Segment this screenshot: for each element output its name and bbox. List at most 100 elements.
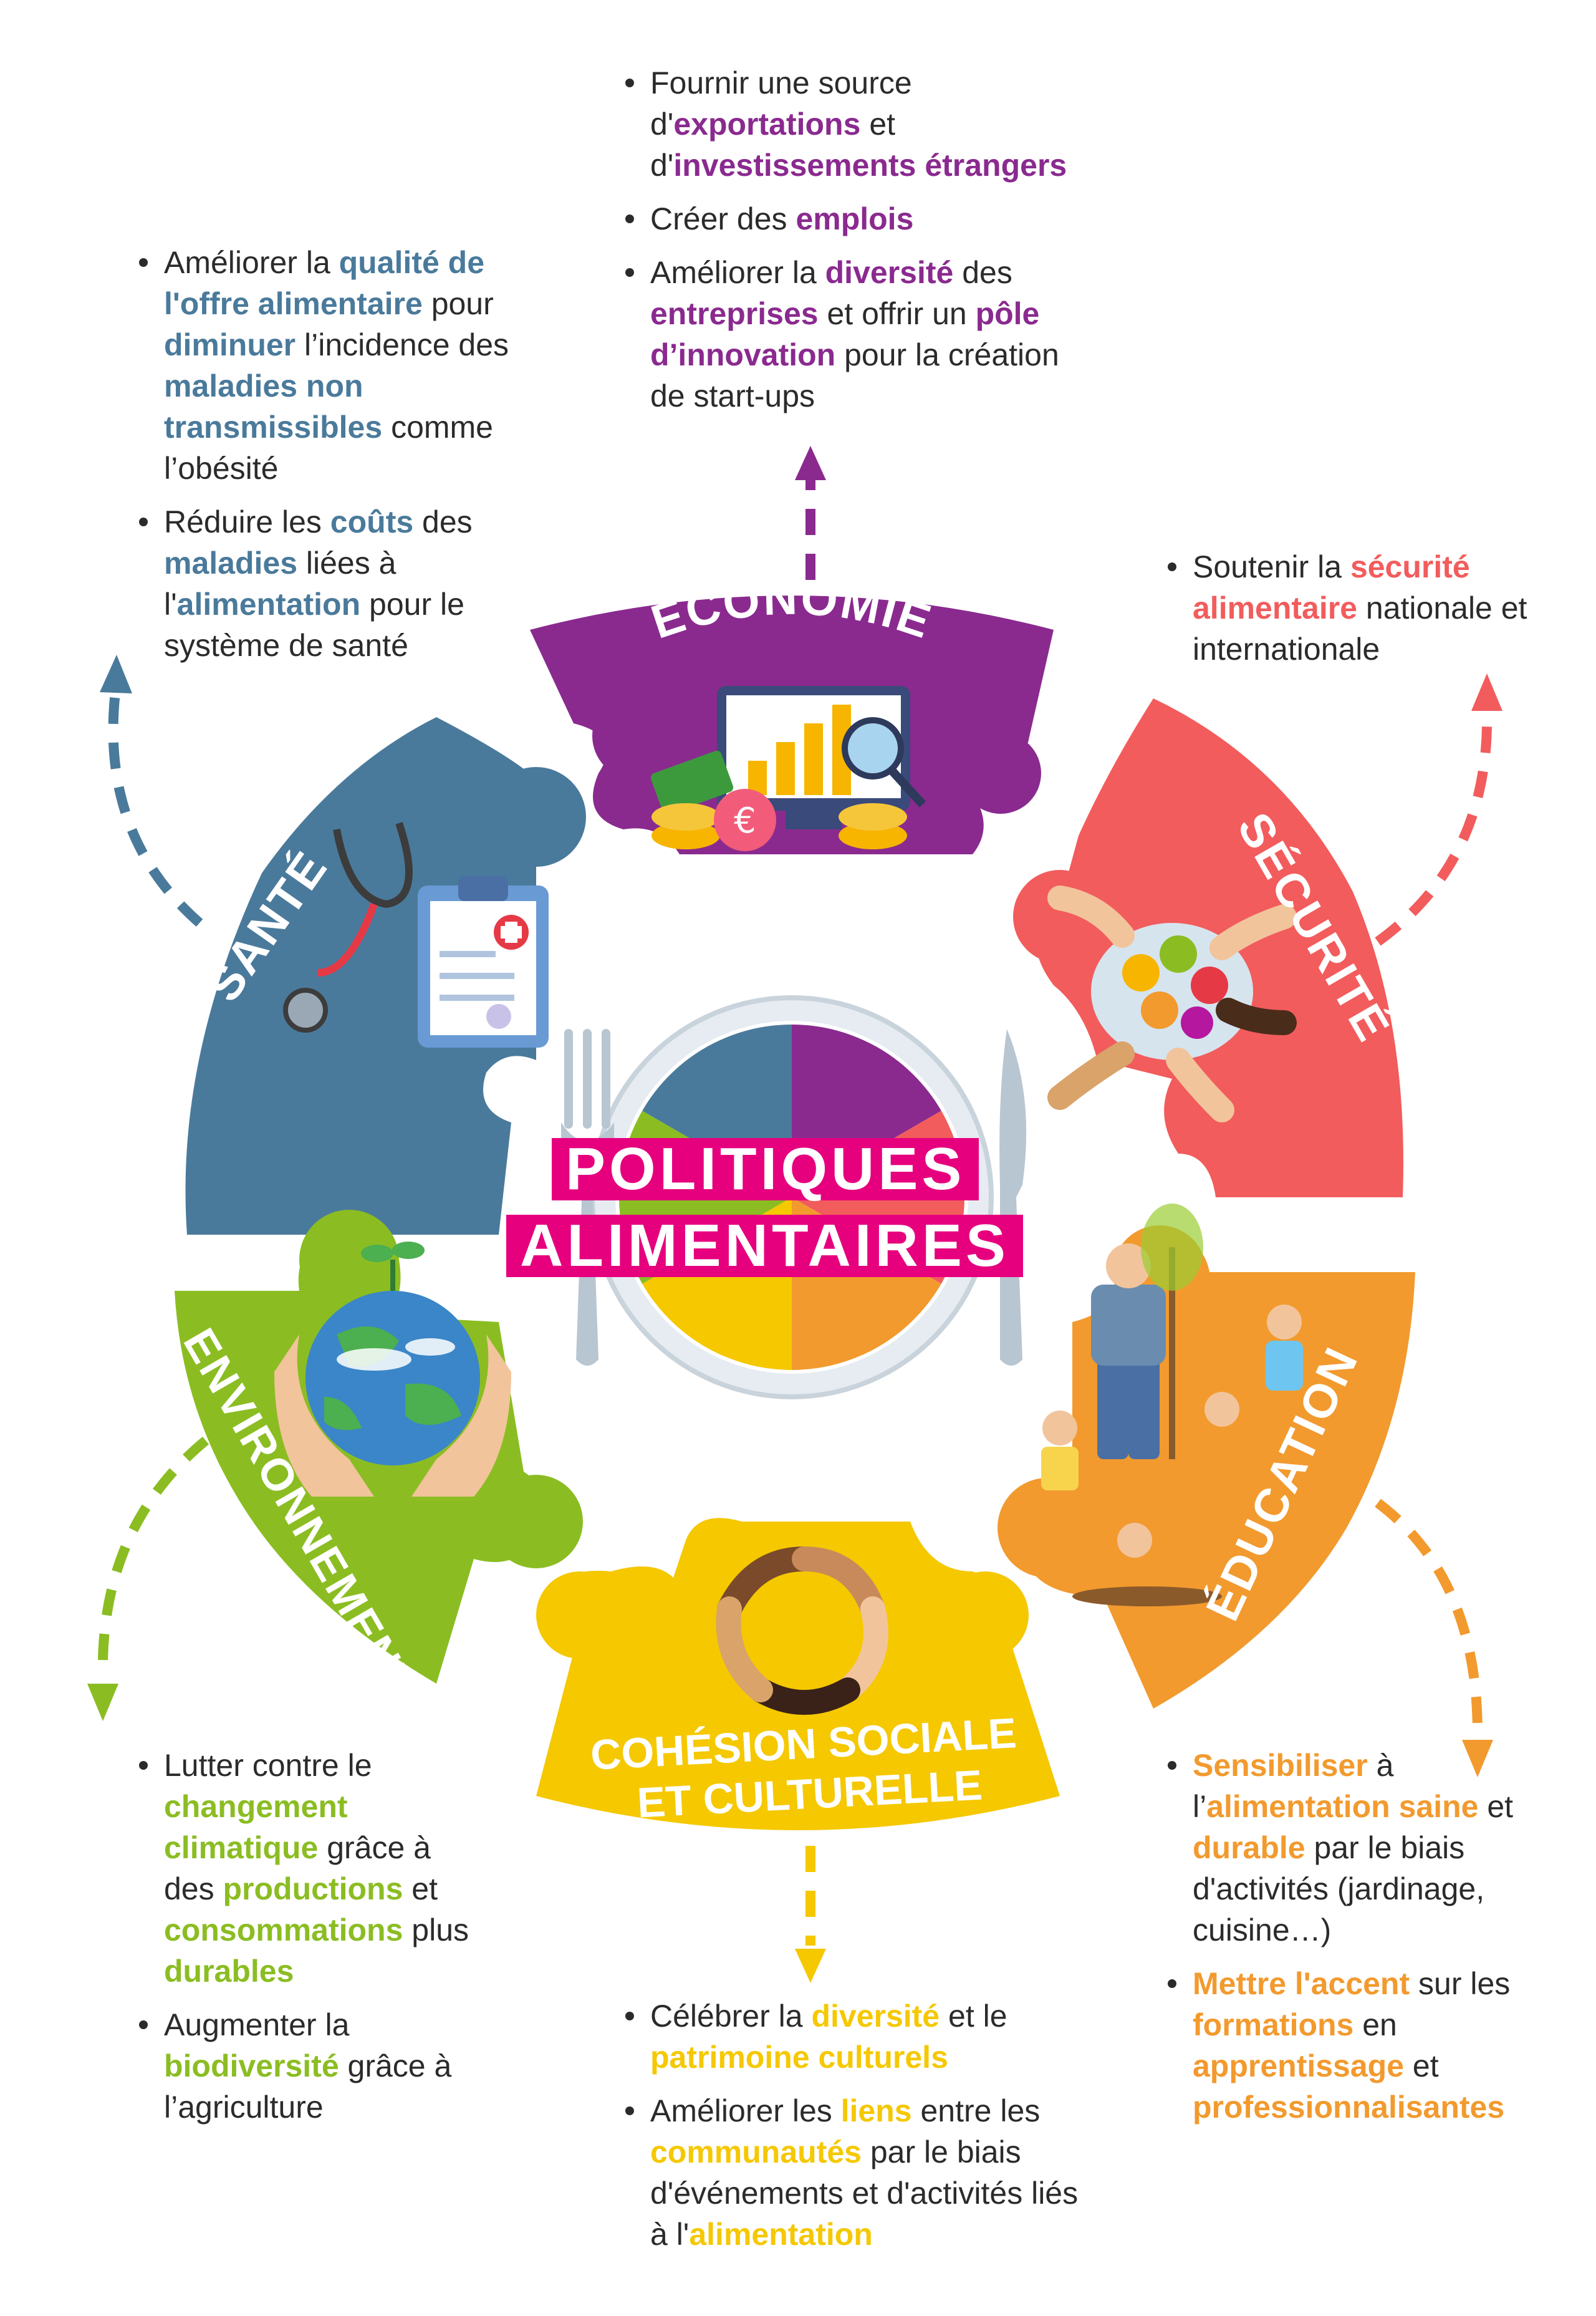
highlighted-term: durable (1193, 1830, 1305, 1865)
highlighted-term: diversité (825, 255, 954, 290)
highlighted-term: alimentation saine (1206, 1789, 1479, 1824)
bullet-text: Lutter contre le (164, 1748, 372, 1783)
bullet-text: des (953, 255, 1012, 290)
bullet-item: Améliorer les liens entre les communauté… (620, 2090, 1094, 2255)
bullet-text: et (1478, 1789, 1514, 1824)
highlighted-term: sécurité alimentaire (1193, 549, 1470, 625)
bullet-text: Célébrer la (650, 1999, 812, 2034)
bullet-item: Mettre l'accent sur les formations en ap… (1163, 1963, 1549, 2128)
bullet-text: Améliorer les (650, 2093, 841, 2128)
bullet-text: pour (422, 286, 494, 321)
bullet-item: Fournir une source d'exportations et d'i… (620, 62, 1069, 186)
piece-sante (185, 717, 586, 1235)
highlighted-term: coûts (330, 504, 414, 539)
highlighted-term: alimentation (176, 587, 361, 622)
bullet-text: par le biais d'activités (jardinage, cui… (1193, 1830, 1485, 1947)
bullet-text: en (1353, 2007, 1397, 2042)
arrowhead-education (1462, 1740, 1493, 1777)
highlighted-term: apprentissage (1193, 2048, 1405, 2083)
text-block-education: Sensibiliser à l’alimentation saine et d… (1163, 1745, 1549, 2140)
bullet-text: et (403, 1871, 438, 1906)
highlighted-term: qualité de l'offre alimentaire (164, 245, 485, 321)
bullet-text: grâce à des (164, 1830, 431, 1906)
highlighted-term: professionnalisantes (1193, 2090, 1505, 2125)
highlighted-term: exportations (673, 107, 861, 142)
fruit-bowl-hands-icon (1047, 885, 1297, 1122)
highlighted-term: entreprises (650, 296, 819, 331)
title-line1: POLITIQUES (552, 1138, 979, 1200)
earth-hands-icon (274, 1242, 511, 1497)
bullet-text: et (1404, 2048, 1439, 2083)
bullet-text: et d' (650, 107, 896, 183)
highlighted-term: consommations (164, 1913, 403, 1947)
clipboard-stethoscope-icon (283, 822, 549, 1048)
bullet-text: Réduire les (164, 504, 330, 539)
bullet-text: Améliorer la (164, 245, 339, 280)
bullet-text: Fournir une source d' (650, 65, 912, 142)
arrowhead-economie (795, 446, 826, 480)
bullet-text: pour le système de santé (164, 587, 464, 663)
text-block-economie: Fournir une source d'exportations et d'i… (620, 62, 1069, 429)
bullet-text: nationale et internationale (1193, 591, 1527, 667)
bullet-text: Améliorer la (650, 255, 825, 290)
bullet-text: plus (403, 1913, 469, 1947)
knife-icon (999, 1029, 1027, 1366)
text-block-environnement: Lutter contre le changement climatique g… (134, 1745, 483, 2140)
highlighted-term: diversité (811, 1999, 940, 2034)
highlighted-term: emplois (796, 201, 914, 236)
bullet-item: Réduire les coûts des maladies liées à l… (134, 501, 558, 666)
bullet-text: comme l’obésité (164, 410, 493, 486)
bullet-item: Augmenter la biodiversité grâce à l’agri… (134, 2004, 483, 2128)
highlighted-term: formations (1193, 2007, 1354, 2042)
finance-chart-icon: € (650, 686, 926, 851)
bullet-text: par le biais d'événements et d'activités… (650, 2135, 1079, 2252)
bullet-text: Augmenter la (164, 2007, 350, 2042)
bullet-text: à l’ (1193, 1748, 1394, 1824)
highlighted-term: maladies non transmissibles (164, 369, 383, 445)
highlighted-term: biodiversité (164, 2048, 339, 2083)
highlighted-term: Mettre l'accent (1193, 1966, 1410, 2001)
bullet-item: Créer des emplois (620, 198, 1069, 239)
svg-text:€: € (734, 801, 756, 841)
arrow-environnement (97, 1436, 209, 1678)
gardening-family-icon (1041, 1204, 1303, 1606)
bullet-text: sur les (1410, 1966, 1511, 2001)
bullet-item: Améliorer la qualité de l'offre alimenta… (134, 242, 558, 489)
bullet-text: liées à l' (164, 546, 397, 622)
bullet-text: l’incidence des (296, 327, 509, 362)
bullet-text: pour la création de start-ups (650, 337, 1059, 413)
bullet-item: Lutter contre le changement climatique g… (134, 1745, 483, 1992)
piece-cohesion (536, 1518, 1060, 1830)
bullet-item: Sensibiliser à l’alimentation saine et d… (1163, 1745, 1549, 1951)
highlighted-term: liens (840, 2093, 912, 2128)
bullet-text: Créer des (650, 201, 796, 236)
highlighted-term: investissements étrangers (673, 148, 1067, 183)
bullet-text: grâce à l’agriculture (164, 2048, 452, 2125)
arrowhead-securite (1471, 673, 1502, 711)
text-block-cohesion: Célébrer la diversité et le patrimoine c… (620, 1995, 1094, 2267)
hands-circle-icon (716, 1546, 888, 1715)
arrow-education (1375, 1498, 1483, 1734)
bullet-text: entre les (911, 2093, 1041, 2128)
bullet-text: Soutenir la (1193, 549, 1350, 584)
title-line2: ALIMENTAIRES (506, 1215, 1023, 1277)
arrowhead-sante (100, 655, 132, 693)
highlighted-term: pôle d’innovation (650, 296, 1040, 372)
highlighted-term: patrimoine culturels (650, 2040, 948, 2075)
highlighted-term: durables (164, 1954, 294, 1989)
highlighted-term: changement climatique (164, 1789, 348, 1865)
arrowhead-cohesion (795, 1949, 826, 1983)
text-block-securite: Soutenir la sécurité alimentaire nationa… (1163, 546, 1549, 682)
arrow-sante (108, 692, 203, 927)
bullet-text: des (413, 504, 473, 539)
bullet-item: Célébrer la diversité et le patrimoine c… (620, 1995, 1094, 2078)
highlighted-term: Sensibiliser (1193, 1748, 1368, 1783)
bullet-text: et offrir un (818, 296, 976, 331)
bullet-item: Soutenir la sécurité alimentaire nationa… (1163, 546, 1549, 670)
highlighted-term: alimentation (689, 2217, 873, 2252)
highlighted-term: communautés (650, 2135, 862, 2169)
arrowhead-environnement (87, 1684, 118, 1721)
bullet-item: Améliorer la diversité des entreprises e… (620, 252, 1069, 417)
arrow-securite (1375, 710, 1493, 946)
bullet-text: et le (940, 1999, 1007, 2034)
